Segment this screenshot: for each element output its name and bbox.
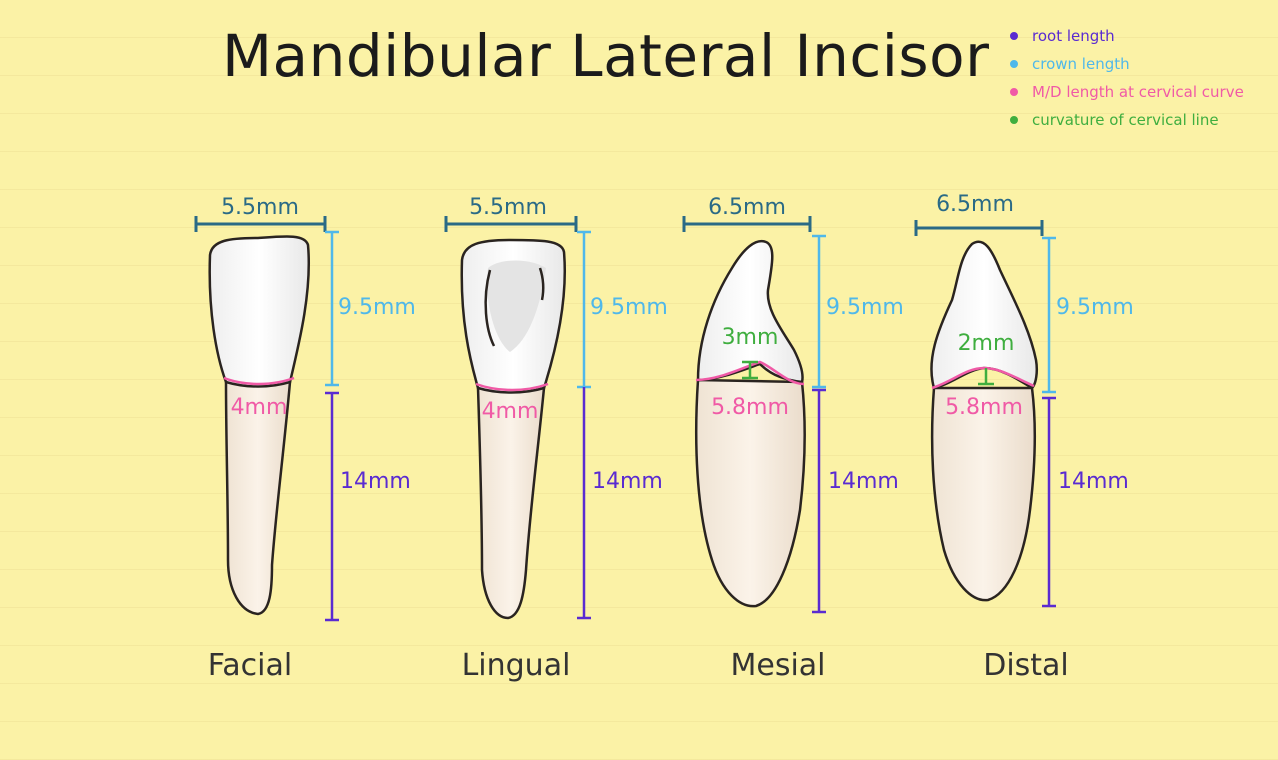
- cervical-width-label: 5.8mm: [711, 395, 789, 420]
- legend-label: M/D length at cervical curve: [1032, 83, 1244, 101]
- crown-width-label: 5.5mm: [221, 195, 299, 220]
- tooth-root: [930, 386, 1037, 602]
- legend-item-md-length: M/D length at cervical curve: [1010, 78, 1278, 106]
- tooth-root: [224, 380, 292, 616]
- crown-width-label: 5.5mm: [469, 195, 547, 220]
- root-length-measure: [1042, 396, 1056, 608]
- legend-dot: [1010, 88, 1018, 96]
- marginal-ridge-distal: [538, 267, 545, 301]
- view-label-distal: Distal: [983, 648, 1069, 683]
- cervical-line: [695, 360, 805, 386]
- curvature-measure: [742, 360, 758, 380]
- marginal-ridge-mesial: [484, 269, 496, 347]
- view-label-lingual: Lingual: [462, 648, 571, 683]
- crown-width-measure: [194, 216, 327, 232]
- legend-dot: [1010, 60, 1018, 68]
- view-mesial: 3mm 6.5mm 9.5mm 14mm 5.8mm Mesial: [682, 195, 904, 683]
- crown-length-label: 9.5mm: [338, 295, 416, 320]
- view-label-facial: Facial: [208, 648, 292, 683]
- crown-width-label: 6.5mm: [708, 195, 786, 220]
- curvature-measure: [978, 368, 994, 386]
- crown-length-label: 9.5mm: [590, 295, 668, 320]
- view-lingual: 5.5mm 9.5mm 14mm 4mm Lingual: [444, 195, 668, 683]
- legend-item-cervical-curvature: curvature of cervical line: [1010, 106, 1278, 134]
- root-length-measure: [325, 391, 339, 622]
- view-facial: 5.5mm 9.5mm 14mm 4mm Facial: [194, 195, 416, 683]
- legend: root length crown length M/D length at c…: [1010, 22, 1278, 134]
- root-length-label: 14mm: [828, 469, 899, 494]
- legend-label: crown length: [1032, 55, 1130, 73]
- curvature-label: 3mm: [722, 325, 779, 350]
- crown-width-measure: [914, 220, 1044, 236]
- crown-width-measure: [682, 216, 812, 232]
- root-length-measure: [812, 388, 826, 614]
- view-label-mesial: Mesial: [730, 648, 825, 683]
- legend-item-root-length: root length: [1010, 22, 1278, 50]
- crown-width-measure: [444, 216, 578, 232]
- crown-length-measure: [577, 230, 591, 389]
- root-length-label: 14mm: [340, 469, 411, 494]
- view-distal: 2mm 6.5mm 9.5mm 14mm 5.8mm Distal: [914, 192, 1134, 683]
- cervical-width-label: 4mm: [482, 399, 539, 424]
- tooth-crown: [930, 240, 1039, 390]
- page-title: Mandibular Lateral Incisor: [222, 22, 990, 90]
- cervical-line: [223, 376, 295, 386]
- crown-length-measure: [1042, 236, 1056, 394]
- root-length-measure: [577, 387, 591, 620]
- tooth-root: [694, 378, 807, 608]
- curvature-label: 2mm: [958, 331, 1015, 356]
- legend-item-crown-length: crown length: [1010, 50, 1278, 78]
- legend-label: root length: [1032, 27, 1115, 45]
- tooth-crown: [696, 239, 804, 384]
- cervical-width-label: 5.8mm: [945, 395, 1023, 420]
- crown-length-measure: [325, 230, 339, 387]
- tooth-root: [476, 386, 546, 620]
- crown-length-label: 9.5mm: [826, 295, 904, 320]
- crown-length-label: 9.5mm: [1056, 295, 1134, 320]
- legend-label: curvature of cervical line: [1032, 111, 1219, 129]
- cervical-line: [475, 382, 549, 392]
- legend-dot: [1010, 32, 1018, 40]
- root-length-label: 14mm: [592, 469, 663, 494]
- cervical-line: [931, 366, 1035, 390]
- legend-dot: [1010, 116, 1018, 124]
- cervical-width-label: 4mm: [231, 395, 288, 420]
- crown-length-measure: [812, 234, 826, 389]
- root-length-label: 14mm: [1058, 469, 1129, 494]
- lingual-fossa: [487, 260, 546, 352]
- crown-width-label: 6.5mm: [936, 192, 1014, 217]
- tooth-crown: [208, 235, 310, 388]
